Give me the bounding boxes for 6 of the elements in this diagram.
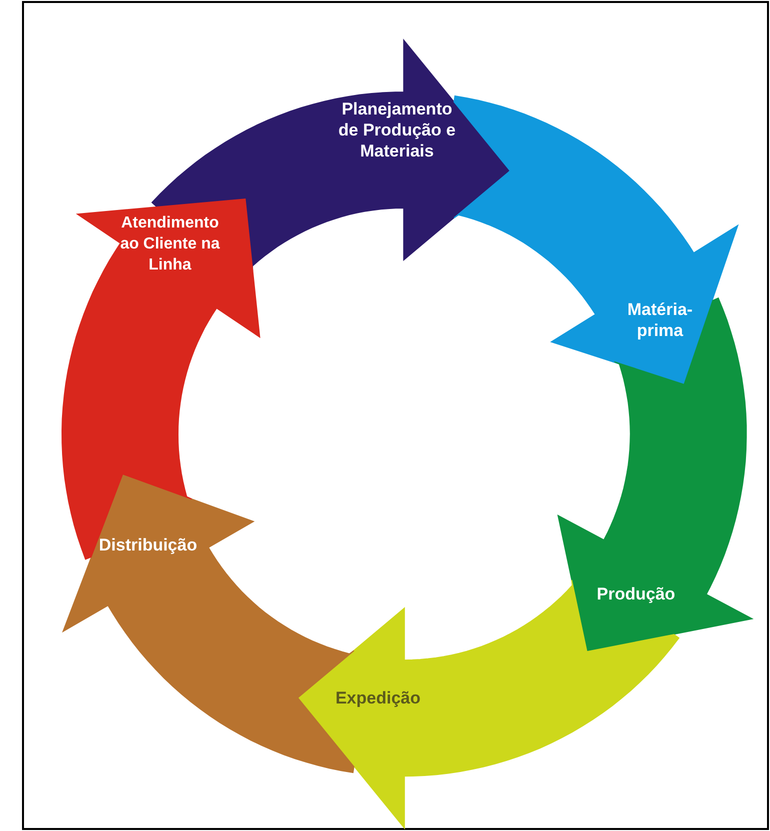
step-label: Expedição [334, 687, 422, 708]
step-label: Matéria-prima [626, 298, 694, 341]
step-label: Produção [596, 583, 676, 604]
step-label: Planejamento de Produção e Materiais [337, 98, 457, 162]
step-label: Distribuição [98, 534, 198, 556]
step-label: Atendimento ao Cliente na Linha [119, 213, 221, 276]
